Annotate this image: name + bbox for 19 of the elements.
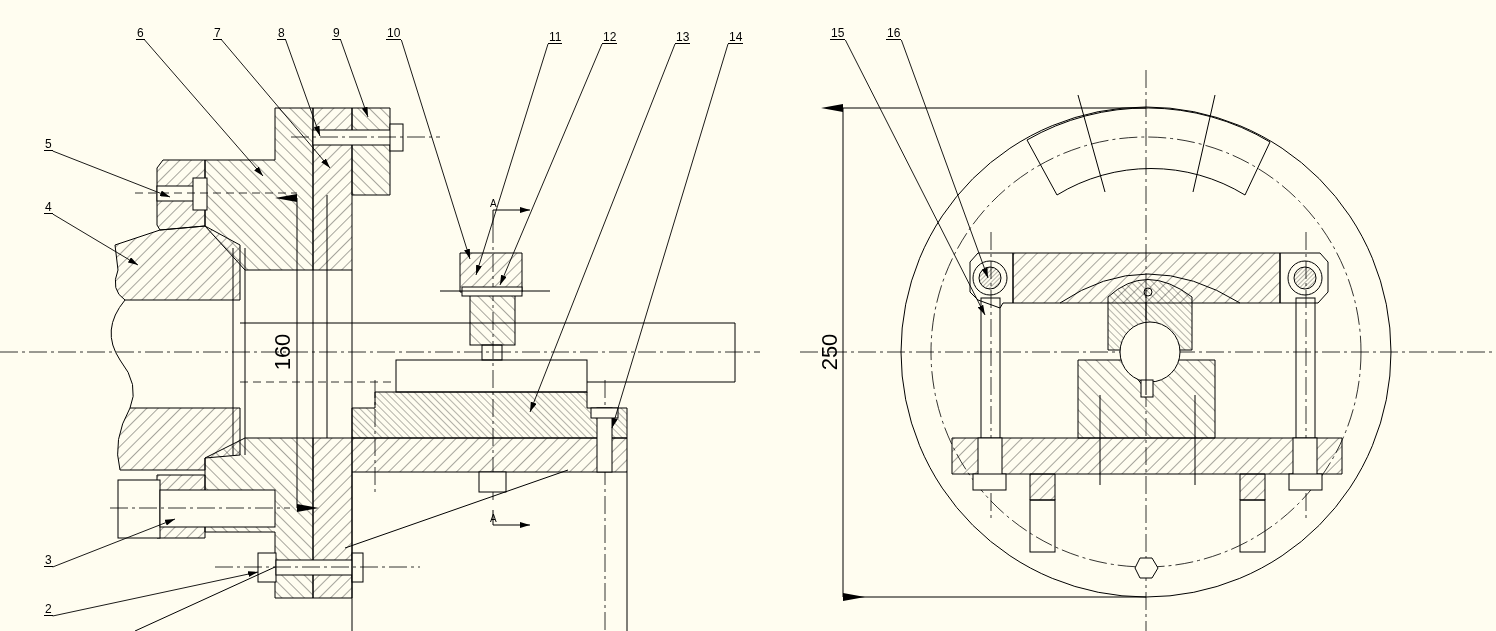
callout-number: 16 (886, 27, 902, 40)
section-label: A (490, 199, 497, 209)
callout-number: 7 (213, 27, 222, 40)
dimension-value: 250 (819, 333, 841, 371)
callout-number: 10 (386, 27, 402, 40)
callout-number: 6 (136, 27, 145, 40)
section-label: A (490, 514, 497, 524)
callout-number: 8 (277, 27, 286, 40)
dimension-value: 160 (272, 333, 294, 371)
callout-number: 15 (830, 27, 846, 40)
callout-number: 9 (332, 27, 341, 40)
callout-number: 11 (548, 31, 563, 44)
callout-number: 4 (44, 201, 53, 214)
callout-number: 12 (602, 31, 618, 44)
callout-number: 2 (44, 603, 53, 616)
callout-number: 3 (44, 554, 53, 567)
callout-number: 14 (728, 31, 744, 44)
callout-number: 13 (675, 31, 691, 44)
callout-number: 5 (44, 138, 53, 151)
